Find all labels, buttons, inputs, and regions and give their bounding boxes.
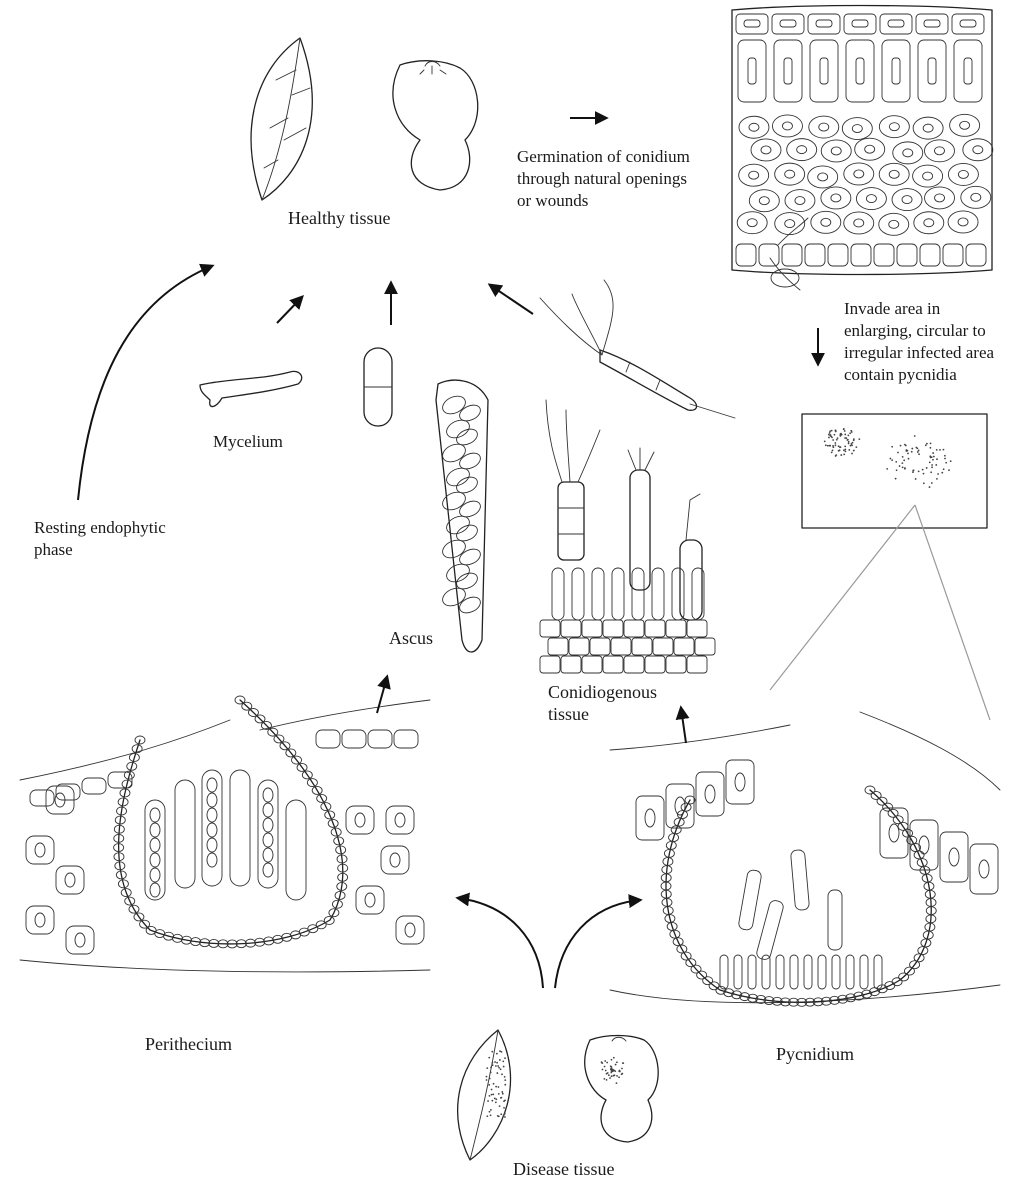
label-resting: Resting endophytic phase (34, 517, 166, 561)
arrow-conidiogenous (681, 708, 686, 743)
arrow-pycnidium (555, 900, 640, 988)
conidium-drawing (540, 280, 735, 418)
arrow-ascus (377, 677, 387, 713)
mycelium-drawing (200, 371, 302, 406)
leaf-cross-section (732, 6, 993, 291)
label-mycelium: Mycelium (213, 431, 283, 453)
label-perithecium: Perithecium (145, 1033, 232, 1055)
diseased-fruit-icon (585, 1036, 658, 1143)
perithecium-drawing (20, 696, 430, 972)
label-invade: Invade area in enlarging, circular to ir… (844, 298, 994, 386)
ascospore-drawing (364, 348, 392, 426)
healthy-leaf-icon (251, 38, 312, 200)
label-healthy-tissue: Healthy tissue (288, 207, 390, 229)
guide-line-left (770, 505, 915, 690)
diseased-leaf-icon (458, 1030, 511, 1160)
ascus-drawing (436, 380, 488, 652)
label-pycnidium: Pycnidium (776, 1043, 854, 1065)
infected-area-box (802, 414, 987, 528)
label-conidiogenous: Conidiogenous tissue (548, 681, 657, 725)
label-conidiogenous-line-1: Conidiogenous (548, 681, 657, 703)
label-invade-line-1: Invade area in (844, 298, 994, 320)
pycnidium-drawing (610, 712, 1000, 1006)
label-ascus: Ascus (389, 627, 433, 649)
arrow-mycelium (277, 297, 302, 323)
label-germination-line-2: through natural openings (517, 168, 690, 190)
cycle-arrows (78, 118, 818, 988)
label-germination: Germination of conidium through natural … (517, 146, 690, 212)
label-disease-tissue: Disease tissue (513, 1158, 614, 1180)
label-invade-line-4: contain pycnidia (844, 364, 994, 386)
label-invade-line-3: irregular infected area (844, 342, 994, 364)
label-invade-line-2: enlarging, circular to (844, 320, 994, 342)
label-germination-line-3: or wounds (517, 190, 690, 212)
conidiogenous-tissue-drawing (540, 400, 715, 673)
arrow-conidium (490, 285, 533, 314)
guide-line-right (915, 505, 990, 720)
label-resting-line-1: Resting endophytic (34, 517, 166, 539)
arrow-resting (78, 266, 212, 500)
label-germination-line-1: Germination of conidium (517, 146, 690, 168)
label-conidiogenous-line-2: tissue (548, 703, 657, 725)
healthy-fruit-icon (393, 61, 478, 190)
label-resting-line-2: phase (34, 539, 166, 561)
arrow-perithecium (458, 898, 543, 988)
